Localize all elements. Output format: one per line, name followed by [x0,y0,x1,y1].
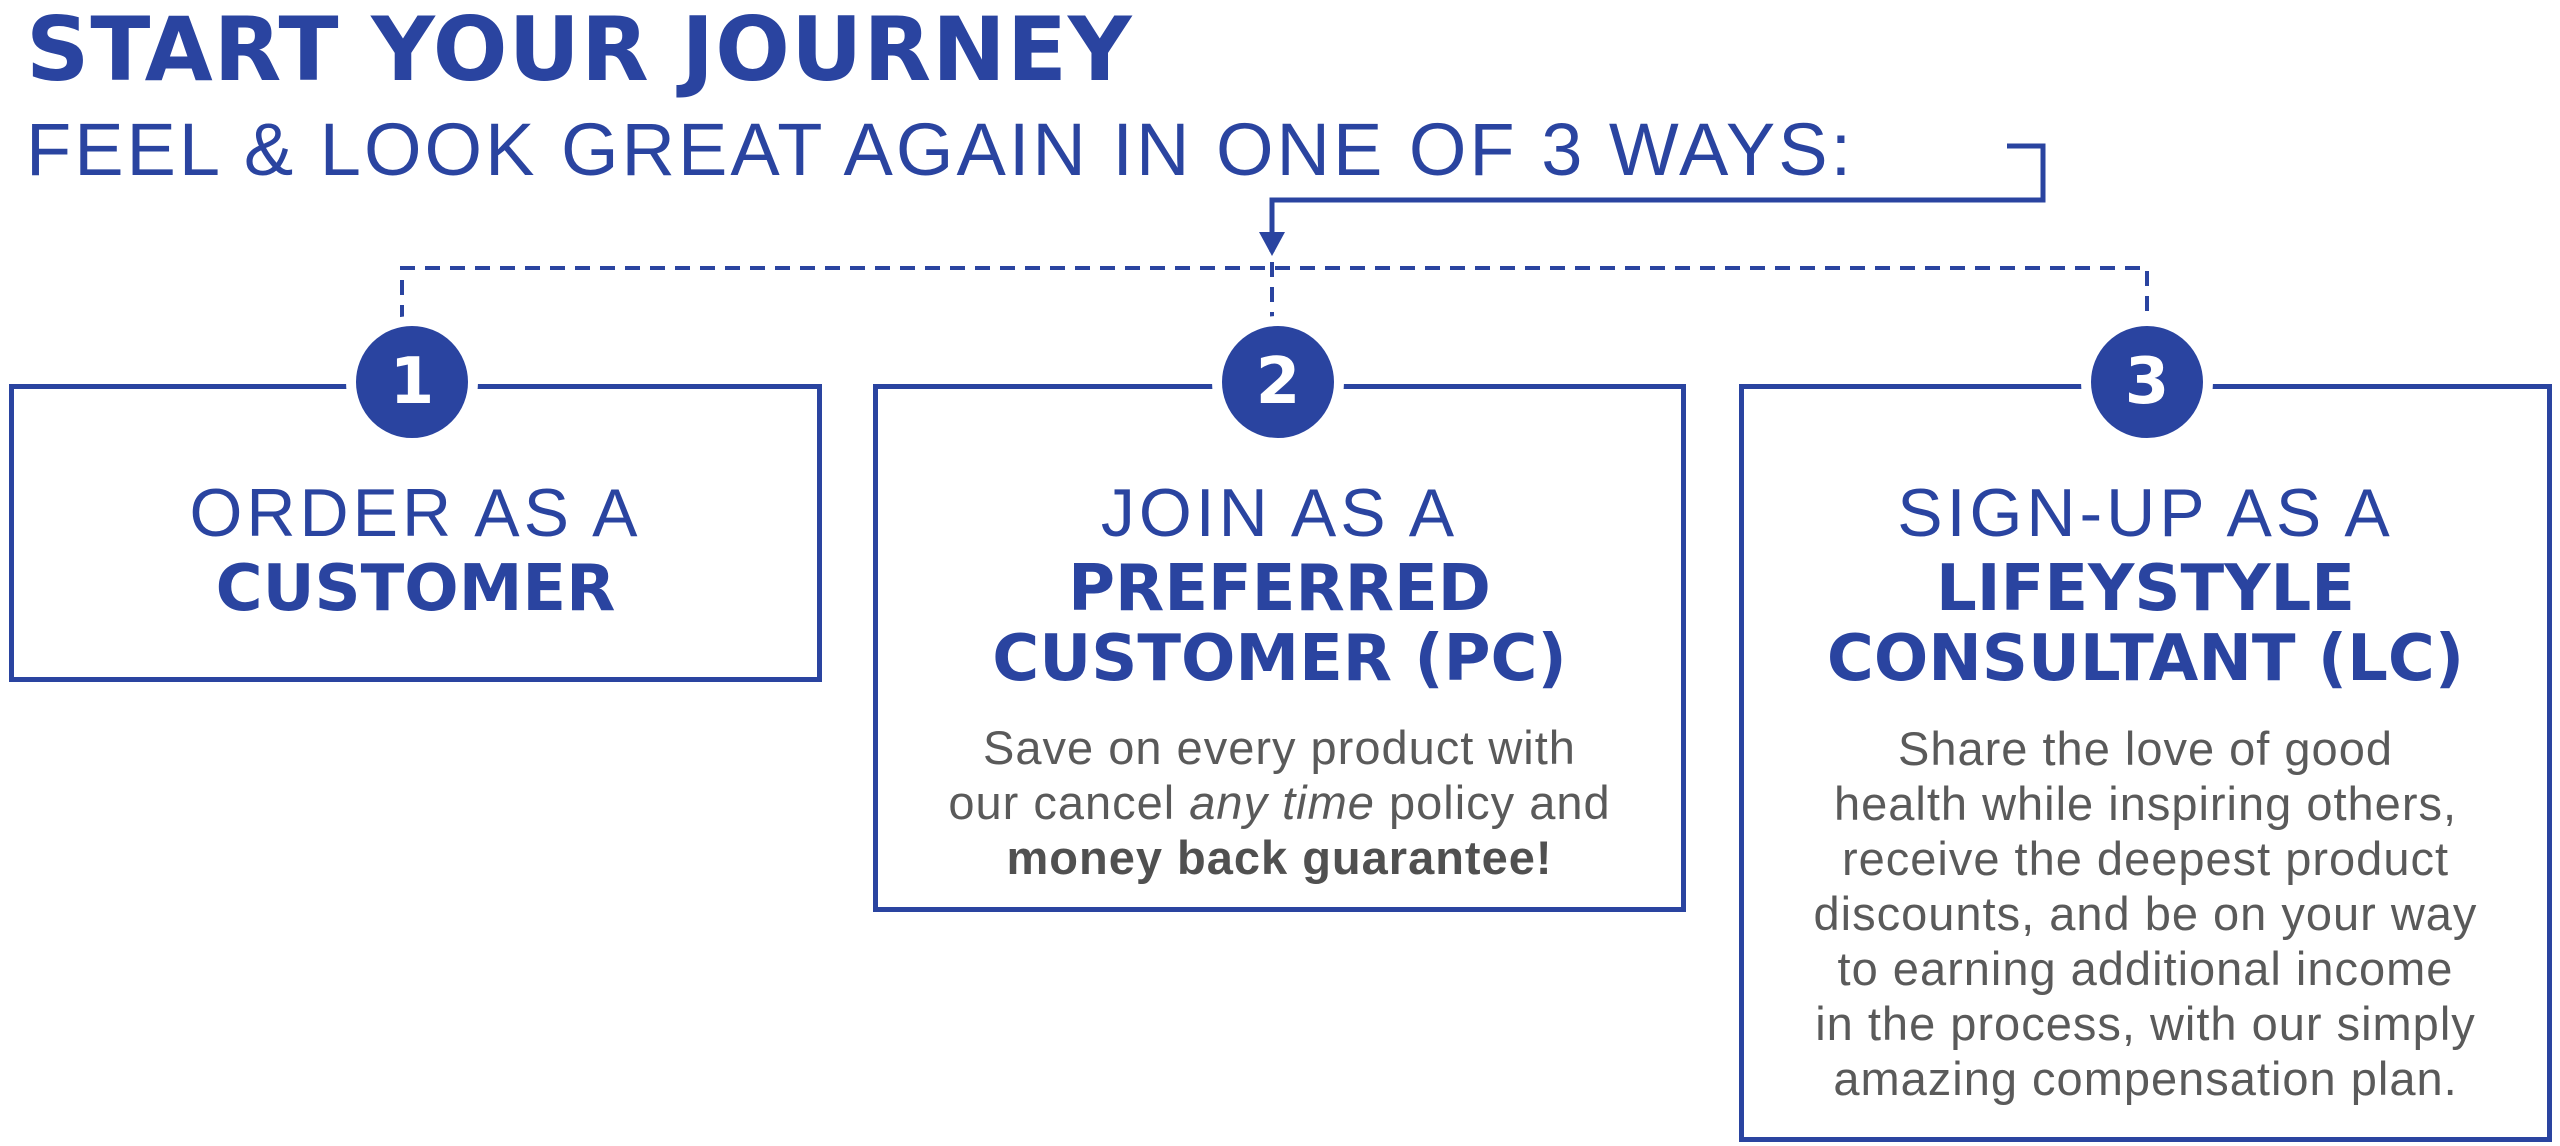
option-description-line-6: in the process, with our simply [1815,997,2476,1050]
option-description-line-4: discounts, and be on your way [1813,887,2478,940]
step-number-badge-1: 1 [346,316,478,448]
option-lead: ORDER AS A [189,475,642,551]
option-description-line-5: to earning additional income [1837,942,2454,995]
description-emphasis: any time [1189,776,1375,829]
arrow-head-icon [1259,232,1285,256]
option-role-line-2: CUSTOMER (PC) [992,622,1567,696]
option-card-lifestyle-consultant: SIGN-UP AS A LIFEYSTYLE CONSULTANT (LC) … [1739,384,2552,1142]
page-title: START YOUR JOURNEY [26,0,1133,101]
page-subtitle: FEEL & LOOK GREAT AGAIN IN ONE OF 3 WAYS… [26,108,1855,191]
option-role-line-1: PREFERRED [1068,552,1491,626]
option-description-line-1: Share the love of good [1898,722,2393,775]
dashed-branch [400,262,2149,320]
option-role: CUSTOMER [215,552,616,626]
option-description-line-1: Save on every product with [983,721,1576,774]
option-description-line-3: receive the deepest product [1841,832,2450,885]
option-role-line-2: CONSULTANT (LC) [1826,622,2465,696]
description-text: policy and [1388,776,1611,829]
description-text: our cancel [948,776,1176,829]
option-lead: JOIN AS A [1100,475,1459,551]
option-lead: SIGN-UP AS A [1897,475,2394,551]
option-description-line-3: money back guarantee! [878,830,1681,885]
option-description-line-2: our cancel any time policy and [878,775,1681,830]
step-number-badge-3: 3 [2081,316,2213,448]
option-role-line-1: LIFEYSTYLE [1936,552,2355,626]
description-highlight: money back guarantee! [1006,831,1553,884]
arrow-connector [1269,143,2046,252]
option-card-preferred-customer: JOIN AS A PREFERRED CUSTOMER (PC) Save o… [873,384,1686,912]
option-description-line-7: amazing compensation plan. [1833,1052,2458,1105]
step-number-badge-2: 2 [1212,316,1344,448]
option-description-line-2: health while inspiring others, [1833,777,2458,830]
